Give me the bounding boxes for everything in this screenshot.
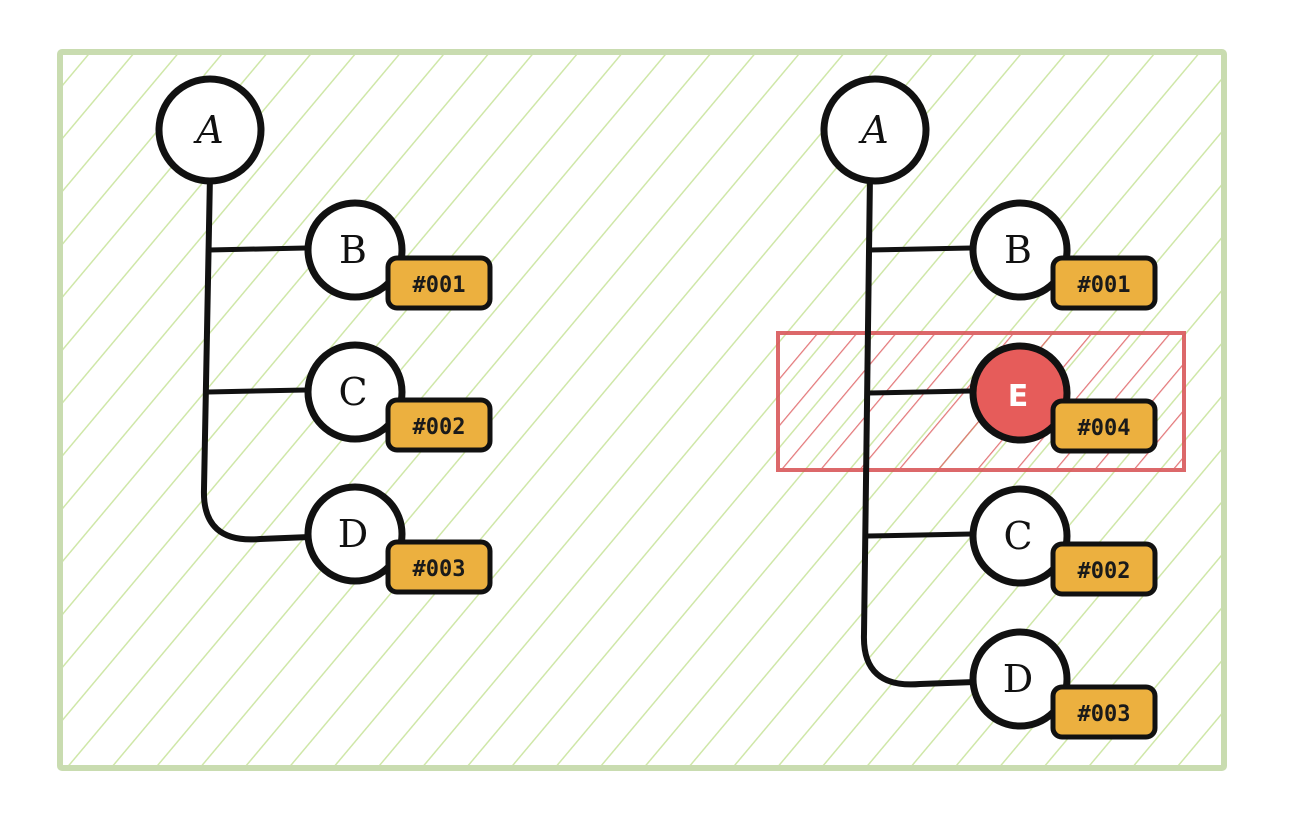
node-label: D (1003, 657, 1033, 701)
child-node: B #001 (969, 199, 1158, 311)
id-tag-badge: #001 (385, 255, 493, 311)
node-circle (969, 342, 1071, 444)
node-circle (304, 341, 406, 443)
tag-text: #001 (1078, 273, 1131, 298)
tag-background (385, 397, 493, 453)
tree-trunk-edge (200, 172, 313, 543)
child-node: C #002 (969, 485, 1158, 597)
frame-border (57, 49, 1227, 771)
branch-edge (205, 387, 309, 395)
node-label: B (1004, 228, 1032, 272)
branch-edge (865, 531, 974, 539)
tag-background (1050, 684, 1158, 740)
tag-background (1050, 541, 1158, 597)
node-label: B (339, 228, 367, 272)
id-tag-badge: #002 (1050, 541, 1158, 597)
tag-background (1050, 398, 1158, 454)
tag-text: #002 (1078, 559, 1131, 584)
child-node: D #003 (304, 483, 493, 595)
tag-text: #002 (413, 415, 466, 440)
node-label: C (338, 370, 367, 414)
tag-text: #004 (1078, 416, 1131, 441)
child-node: C #002 (304, 341, 493, 453)
node-circle (304, 199, 406, 301)
id-tag-badge: #003 (1050, 684, 1158, 740)
tag-background (385, 539, 493, 595)
node-circle (969, 199, 1071, 301)
tag-text: #003 (1078, 702, 1131, 727)
node-circle (969, 485, 1071, 587)
root-node: A (155, 75, 265, 185)
node-circle (304, 483, 406, 585)
new-child-node: E #004 (969, 342, 1158, 454)
node-label: C (1003, 514, 1032, 558)
branch-edge (866, 245, 974, 253)
node-label: D (338, 512, 368, 556)
tag-background (1050, 255, 1158, 311)
child-node: B #001 (304, 199, 493, 311)
id-tag-badge: #001 (1050, 255, 1158, 311)
id-tag-badge: #003 (385, 539, 493, 595)
child-node: D #003 (969, 628, 1158, 740)
node-circle (969, 628, 1071, 730)
root-node: A (820, 75, 930, 185)
node-label: E (1008, 379, 1029, 414)
node-circle (820, 75, 930, 185)
tag-text: #003 (413, 557, 466, 582)
tree-trunk-edge (860, 172, 978, 688)
node-circle (155, 75, 265, 185)
id-tag-badge: #002 (385, 397, 493, 453)
tag-background (385, 255, 493, 311)
node-label: A (858, 108, 888, 152)
branch-edge (206, 245, 309, 253)
branch-edge (866, 388, 974, 396)
node-label: A (193, 108, 223, 152)
tag-text: #001 (413, 273, 466, 298)
id-tag-badge: #004 (1050, 398, 1158, 454)
